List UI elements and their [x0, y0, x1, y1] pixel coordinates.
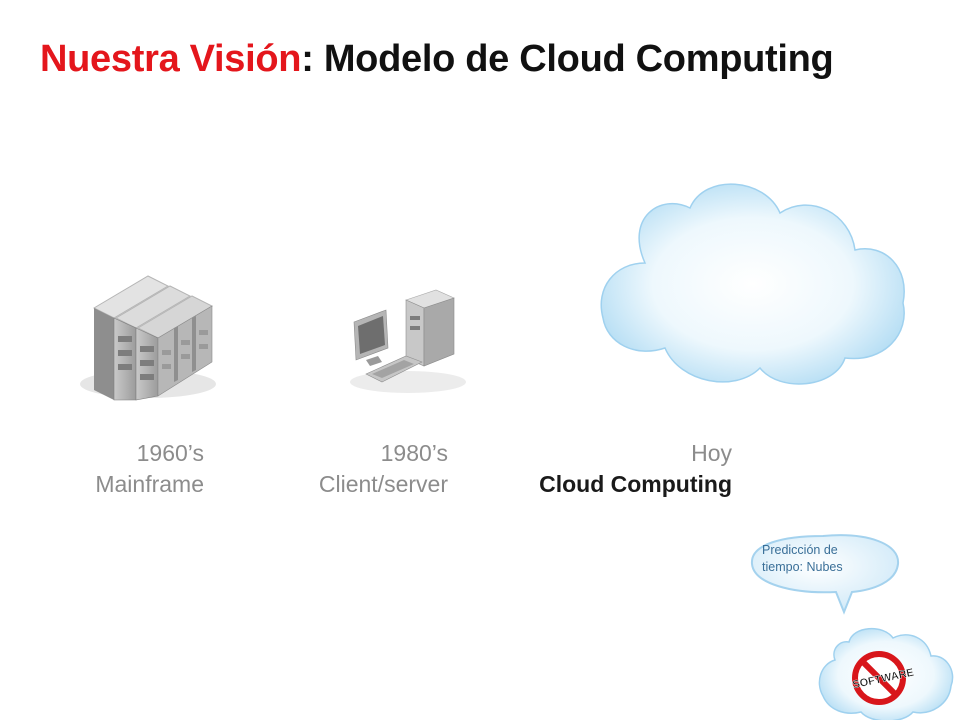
speech-bubble: [750, 534, 900, 615]
era-year: 1980’s: [380, 440, 448, 466]
no-software-logo: SOFTWARE: [818, 628, 954, 720]
era-label: Client/server: [318, 471, 448, 497]
era-client-server: 1980’s Client/server: [260, 438, 448, 500]
callout-line-2: tiempo: Nubes: [762, 560, 843, 574]
era-cloud-computing: Hoy Cloud Computing: [480, 438, 732, 500]
callout-text: Predicción de tiempo: Nubes: [762, 542, 882, 576]
client-server-icon: [350, 289, 466, 393]
callout-line-1: Predicción de: [762, 543, 838, 557]
title-rest: : Modelo de Cloud Computing: [301, 38, 834, 80]
era-mainframe: 1960’s Mainframe: [40, 438, 204, 500]
era-label: Mainframe: [95, 471, 204, 497]
era-year: 1960’s: [136, 440, 204, 466]
era-label: Cloud Computing: [539, 471, 732, 497]
cloud-icon: [600, 183, 905, 385]
slide-title: Nuestra Visión: Modelo de Cloud Computin…: [40, 38, 940, 81]
title-highlight: Nuestra Visión: [40, 38, 302, 80]
mainframe-icon: [80, 275, 216, 401]
era-year: Hoy: [691, 440, 732, 466]
